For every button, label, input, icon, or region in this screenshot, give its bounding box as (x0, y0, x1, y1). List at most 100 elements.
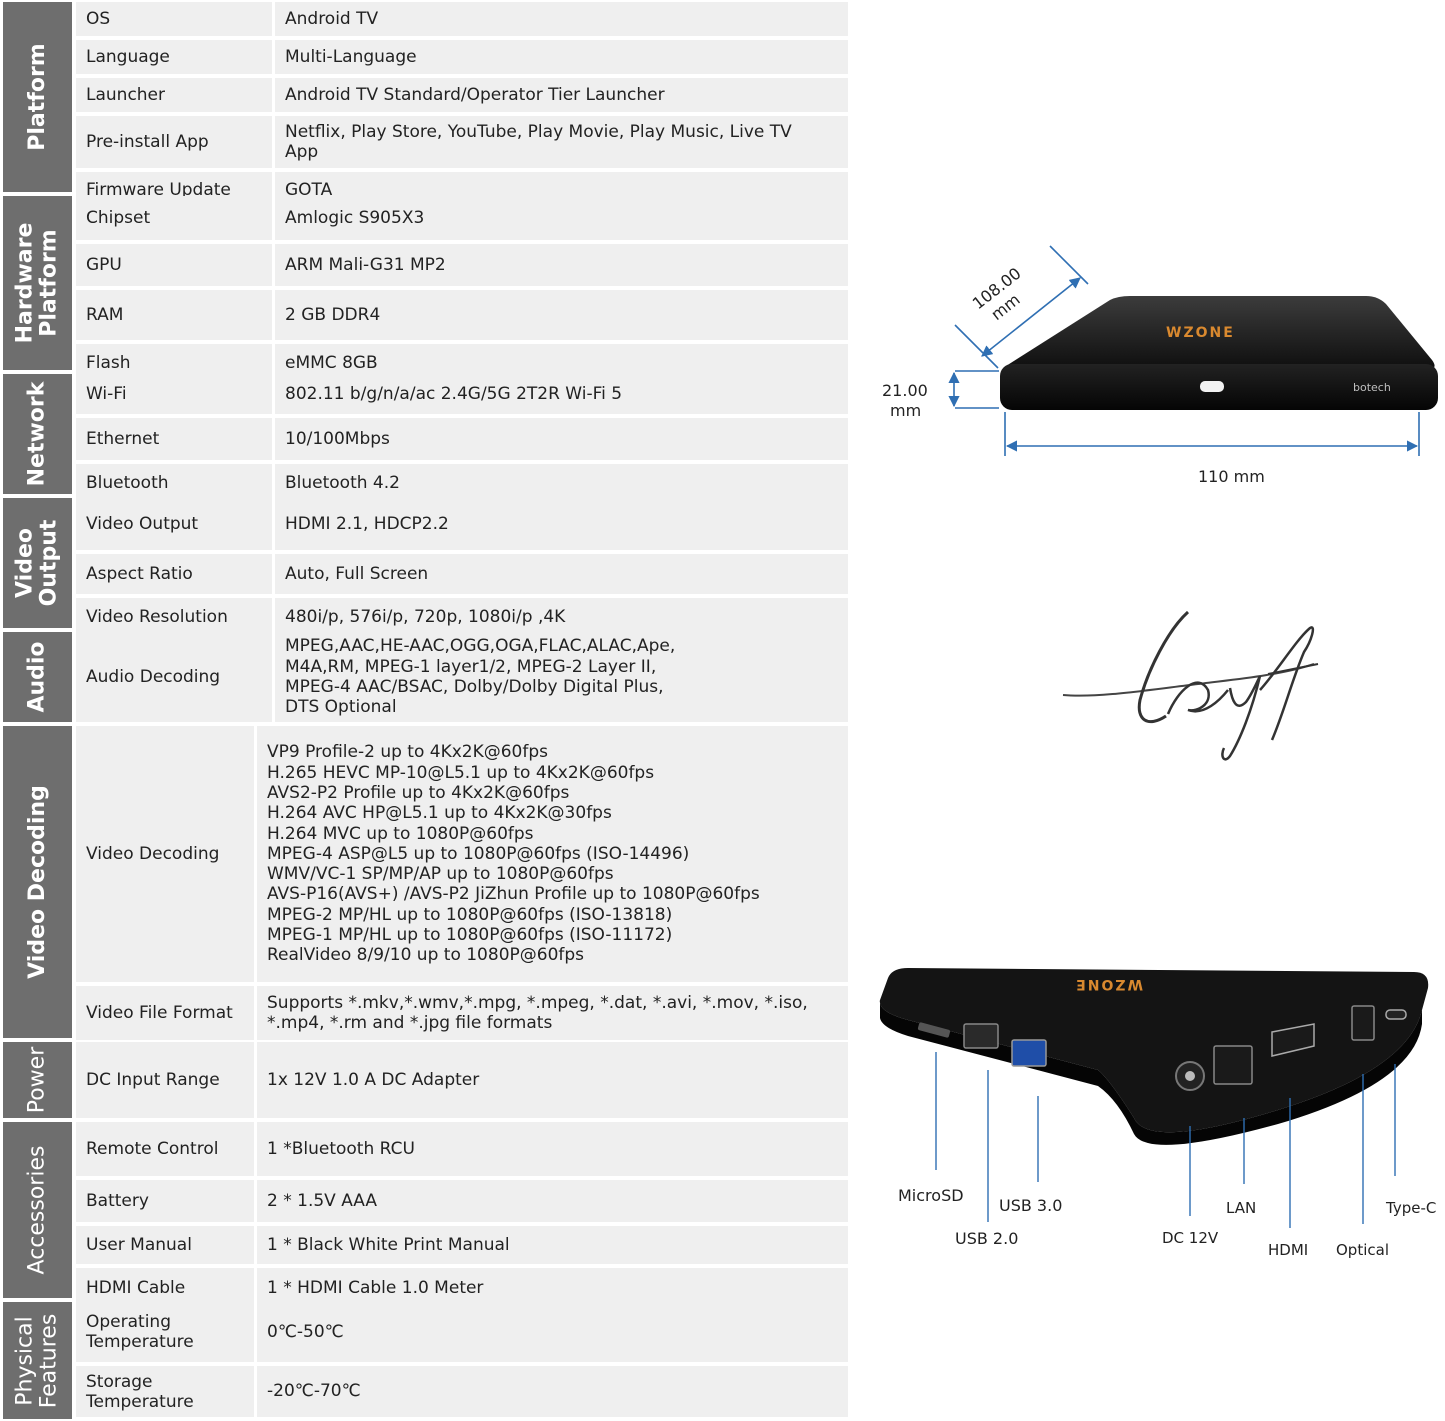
spec-value: HDMI 2.1, HDCP2.2 (285, 513, 449, 534)
spec-row-label-cell: Audio Decoding (76, 632, 272, 722)
spec-row-label-cell: Aspect Ratio (76, 554, 272, 594)
spec-row-value-cell: ARM Mali-G31 MP2 (275, 244, 848, 286)
port-label-usb-2: USB 2.0 (955, 1229, 1019, 1248)
spec-row-label-cell: Chipset (76, 196, 272, 240)
width-label: 110 mm (1198, 467, 1265, 486)
section-category: Network (3, 374, 72, 494)
port-label-optical: Optical (1336, 1241, 1389, 1259)
spec-label: User Manual (86, 1235, 192, 1255)
spec-value: 802.11 b/g/n/a/ac 2.4G/5G 2T2R Wi-Fi 5 (285, 383, 623, 404)
spec-value: 2 GB DDR4 (285, 304, 381, 325)
spec-value: GOTA (285, 179, 333, 200)
spec-value: 1x 12V 1.0 A DC Adapter (267, 1069, 480, 1090)
spec-row-label-cell: User Manual (76, 1226, 254, 1264)
spec-value: 1 * Black White Print Manual (267, 1234, 510, 1255)
spec-row-label-cell: Ethernet (76, 418, 272, 460)
spec-row-value-cell: VP9 Profile-2 up to 4Kx2K@60fps H.265 HE… (257, 726, 848, 982)
spec-label: DC Input Range (86, 1070, 220, 1090)
port-label-microsd: MicroSD (898, 1186, 964, 1205)
spec-row-value-cell: -20℃-70℃ (257, 1366, 848, 1417)
spec-row-value-cell: Auto, Full Screen (275, 554, 848, 594)
section-category-label: Power (24, 1046, 50, 1114)
spec-row-value-cell: 802.11 b/g/n/a/ac 2.4G/5G 2T2R Wi-Fi 5 (275, 374, 848, 414)
spec-row-label-cell: Video Output (76, 498, 272, 550)
spec-row-label-cell: Pre-install App (76, 116, 272, 168)
spec-label: Firmware Update (86, 180, 231, 200)
section-category-label: Physical Features (12, 1313, 62, 1408)
spec-section: Video Decoding Video Decoding VP9 Profile-… (0, 724, 848, 1040)
section-category: Audio (3, 632, 72, 722)
hdmi-port (1271, 1023, 1315, 1057)
section-category: Video Output (3, 498, 72, 628)
spec-row-label-cell: Launcher (76, 78, 272, 112)
spec-label: Launcher (86, 85, 166, 105)
spec-row-label-cell: RAM (76, 290, 272, 340)
spec-row-label-cell: GPU (76, 244, 272, 286)
spec-row-value-cell: 10/100Mbps (275, 418, 848, 460)
spec-value: Amlogic S905X3 (285, 207, 425, 228)
spec-row-value-cell: 2 * 1.5V AAA (257, 1180, 848, 1222)
spec-row-value-cell: 1 * Black White Print Manual (257, 1226, 848, 1264)
dimension-lines (948, 245, 1420, 456)
spec-label: Remote Control (86, 1139, 219, 1159)
section-category: Power (3, 1042, 72, 1118)
port-label-usb-3: USB 3.0 (999, 1196, 1063, 1215)
spec-row-label-cell: HDMI Cable (76, 1268, 254, 1308)
spec-row-label-cell: Video Resolution (76, 598, 272, 636)
spec-label: Video Resolution (86, 607, 228, 627)
usb-2-port (963, 1023, 999, 1049)
spec-label: Bluetooth (86, 473, 169, 493)
spec-value: Netflix, Play Store, YouTube, Play Movie… (285, 121, 792, 162)
spec-row-value-cell: 0℃-50℃ (257, 1302, 848, 1362)
spec-row-label-cell: Video Decoding (76, 726, 254, 982)
spec-value: eMMC 8GB (285, 352, 378, 373)
spec-section: Video Output Video Output HDMI 2.1, HDCP2.… (0, 496, 848, 636)
section-category-label: Hardware Platform (12, 222, 62, 344)
spec-label: Video File Format (86, 1003, 233, 1023)
spec-row-value-cell: 1 * HDMI Cable 1.0 Meter (257, 1268, 848, 1308)
maker-logo: botech (1353, 381, 1391, 394)
spec-label: Audio Decoding (86, 667, 221, 687)
tv-box-back-view: WZONE (879, 968, 1429, 1145)
microsd-slot (917, 1022, 951, 1038)
spec-value: VP9 Profile-2 up to 4Kx2K@60fps H.265 HE… (267, 742, 760, 966)
spec-label: Video Decoding (86, 844, 220, 864)
spec-label: Chipset (86, 208, 151, 228)
spec-label: Operating Temperature (86, 1312, 194, 1352)
spec-value: Multi-Language (285, 46, 417, 67)
section-category: Video Decoding (3, 726, 72, 1038)
section-category-label: Network (24, 381, 50, 487)
spec-label: RAM (86, 305, 124, 325)
spec-row-value-cell: 1x 12V 1.0 A DC Adapter (257, 1042, 848, 1118)
spec-label: Language (86, 47, 170, 67)
spec-row-value-cell: MPEG,AAC,HE-AAC,OGG,OGA,FLAC,ALAC,Ape, M… (275, 632, 848, 722)
section-category: Hardware Platform (3, 196, 72, 370)
spec-label: Battery (86, 1191, 149, 1211)
spec-section: Power DC Input Range 1x 12V 1.0 A DC Adapt… (0, 1040, 848, 1120)
spec-row-value-cell: Android TV Standard/Operator Tier Launch… (275, 78, 848, 112)
type-c-port (1385, 1009, 1407, 1020)
spec-value: 1 * HDMI Cable 1.0 Meter (267, 1277, 484, 1298)
spec-value: 1 *Bluetooth RCU (267, 1138, 415, 1159)
spec-row-value-cell: 2 GB DDR4 (275, 290, 848, 340)
spec-row-label-cell: Language (76, 40, 272, 74)
spec-row-label-cell: Remote Control (76, 1122, 254, 1176)
spec-value: 10/100Mbps (285, 428, 390, 449)
spec-label: Pre-install App (86, 132, 209, 152)
spec-row-label-cell: Video File Format (76, 986, 254, 1040)
section-category-label: Video Output (12, 519, 62, 607)
port-label-type-c: Type-C (1386, 1199, 1437, 1217)
spec-value: -20℃-70℃ (267, 1381, 361, 1402)
port-label-dc-12v: DC 12V (1162, 1229, 1219, 1247)
spec-value: Auto, Full Screen (285, 563, 429, 584)
spec-value: Supports *.mkv,*.wmv,*.mpg, *.mpeg, *.da… (267, 992, 808, 1033)
spec-value: 0℃-50℃ (267, 1321, 344, 1342)
spec-row-value-cell: Supports *.mkv,*.wmv,*.mpg, *.mpeg, *.da… (257, 986, 848, 1040)
